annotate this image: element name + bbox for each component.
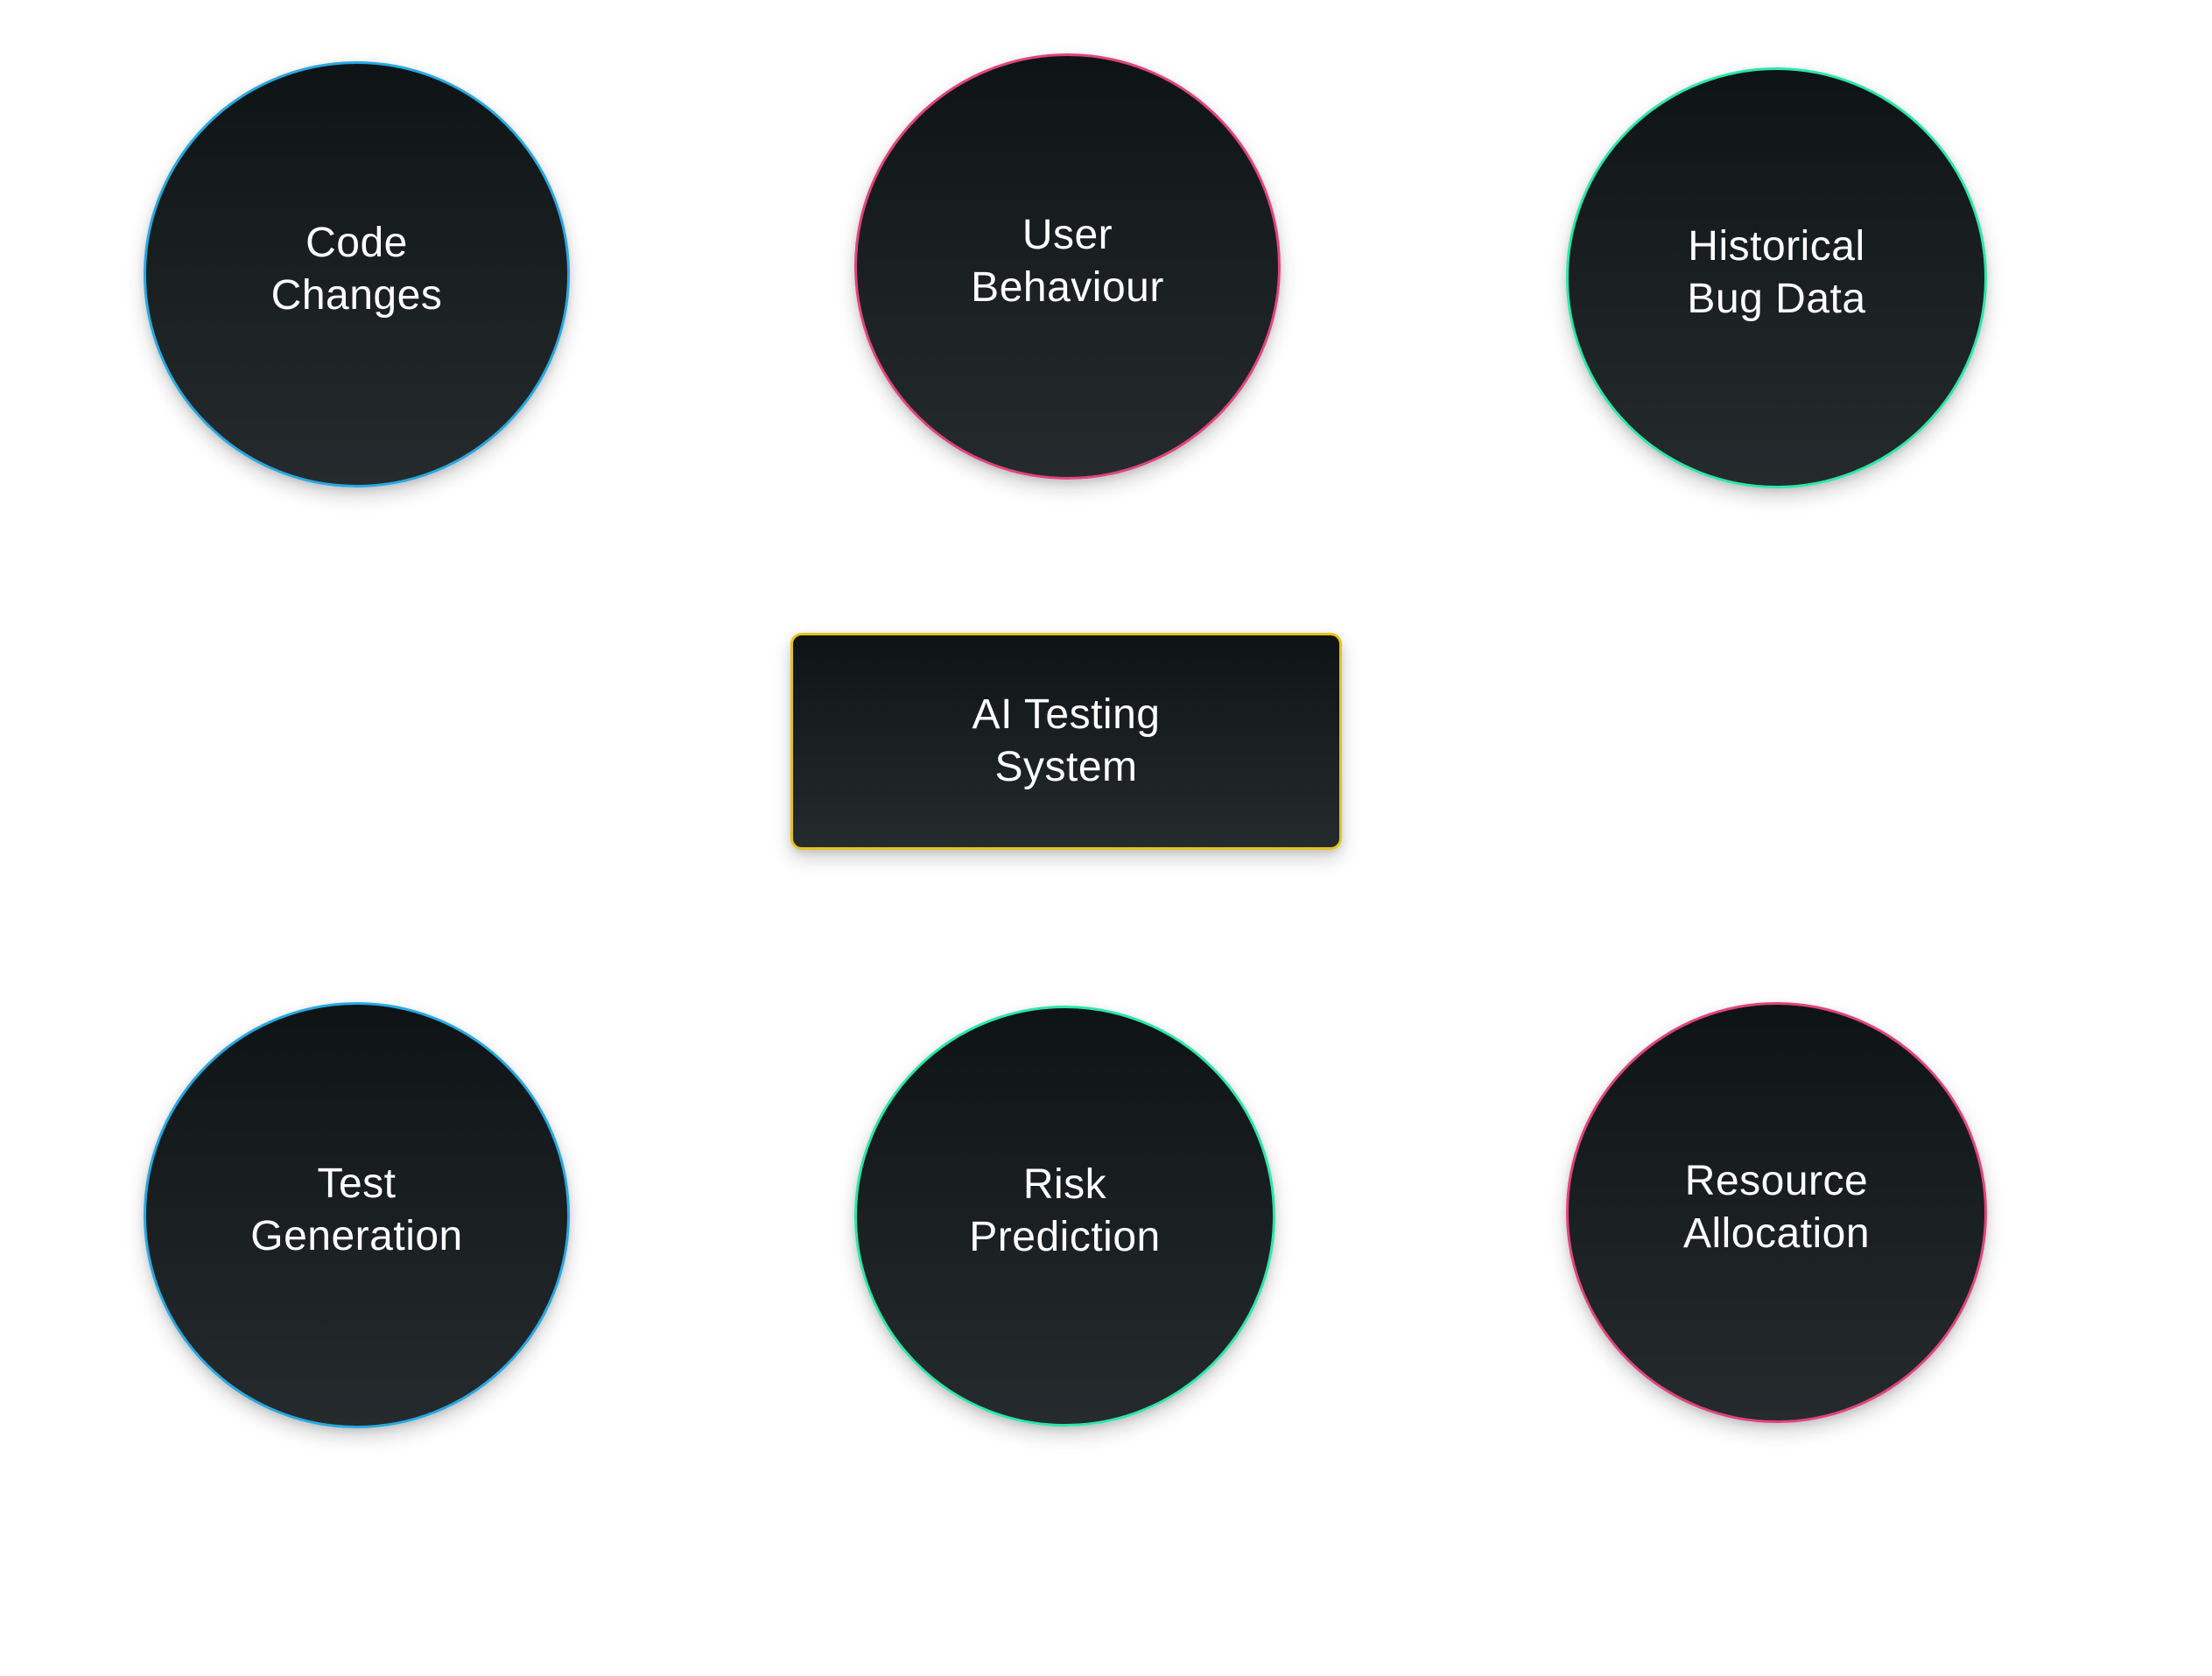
node-label: AI Testing System (972, 691, 1161, 790)
node-user-behaviour[interactable]: User Behaviour (854, 53, 1281, 480)
node-risk-prediction[interactable]: Risk Prediction (854, 1006, 1275, 1427)
node-historical-bug-data[interactable]: Historical Bug Data (1566, 67, 1987, 488)
node-code-changes[interactable]: Code Changes (144, 61, 570, 487)
node-ai-testing-system[interactable]: AI Testing System (790, 633, 1342, 850)
node-label: Test Generation (250, 1160, 463, 1259)
node-resource-allocation[interactable]: Resource Allocation (1566, 1002, 1987, 1423)
node-label: User Behaviour (971, 211, 1164, 311)
node-label: Resource Allocation (1682, 1157, 1871, 1257)
node-label: Code Changes (270, 219, 443, 319)
node-label: Risk Prediction (969, 1161, 1161, 1260)
node-label: Historical Bug Data (1687, 222, 1866, 322)
node-test-generation[interactable]: Test Generation (144, 1002, 570, 1428)
